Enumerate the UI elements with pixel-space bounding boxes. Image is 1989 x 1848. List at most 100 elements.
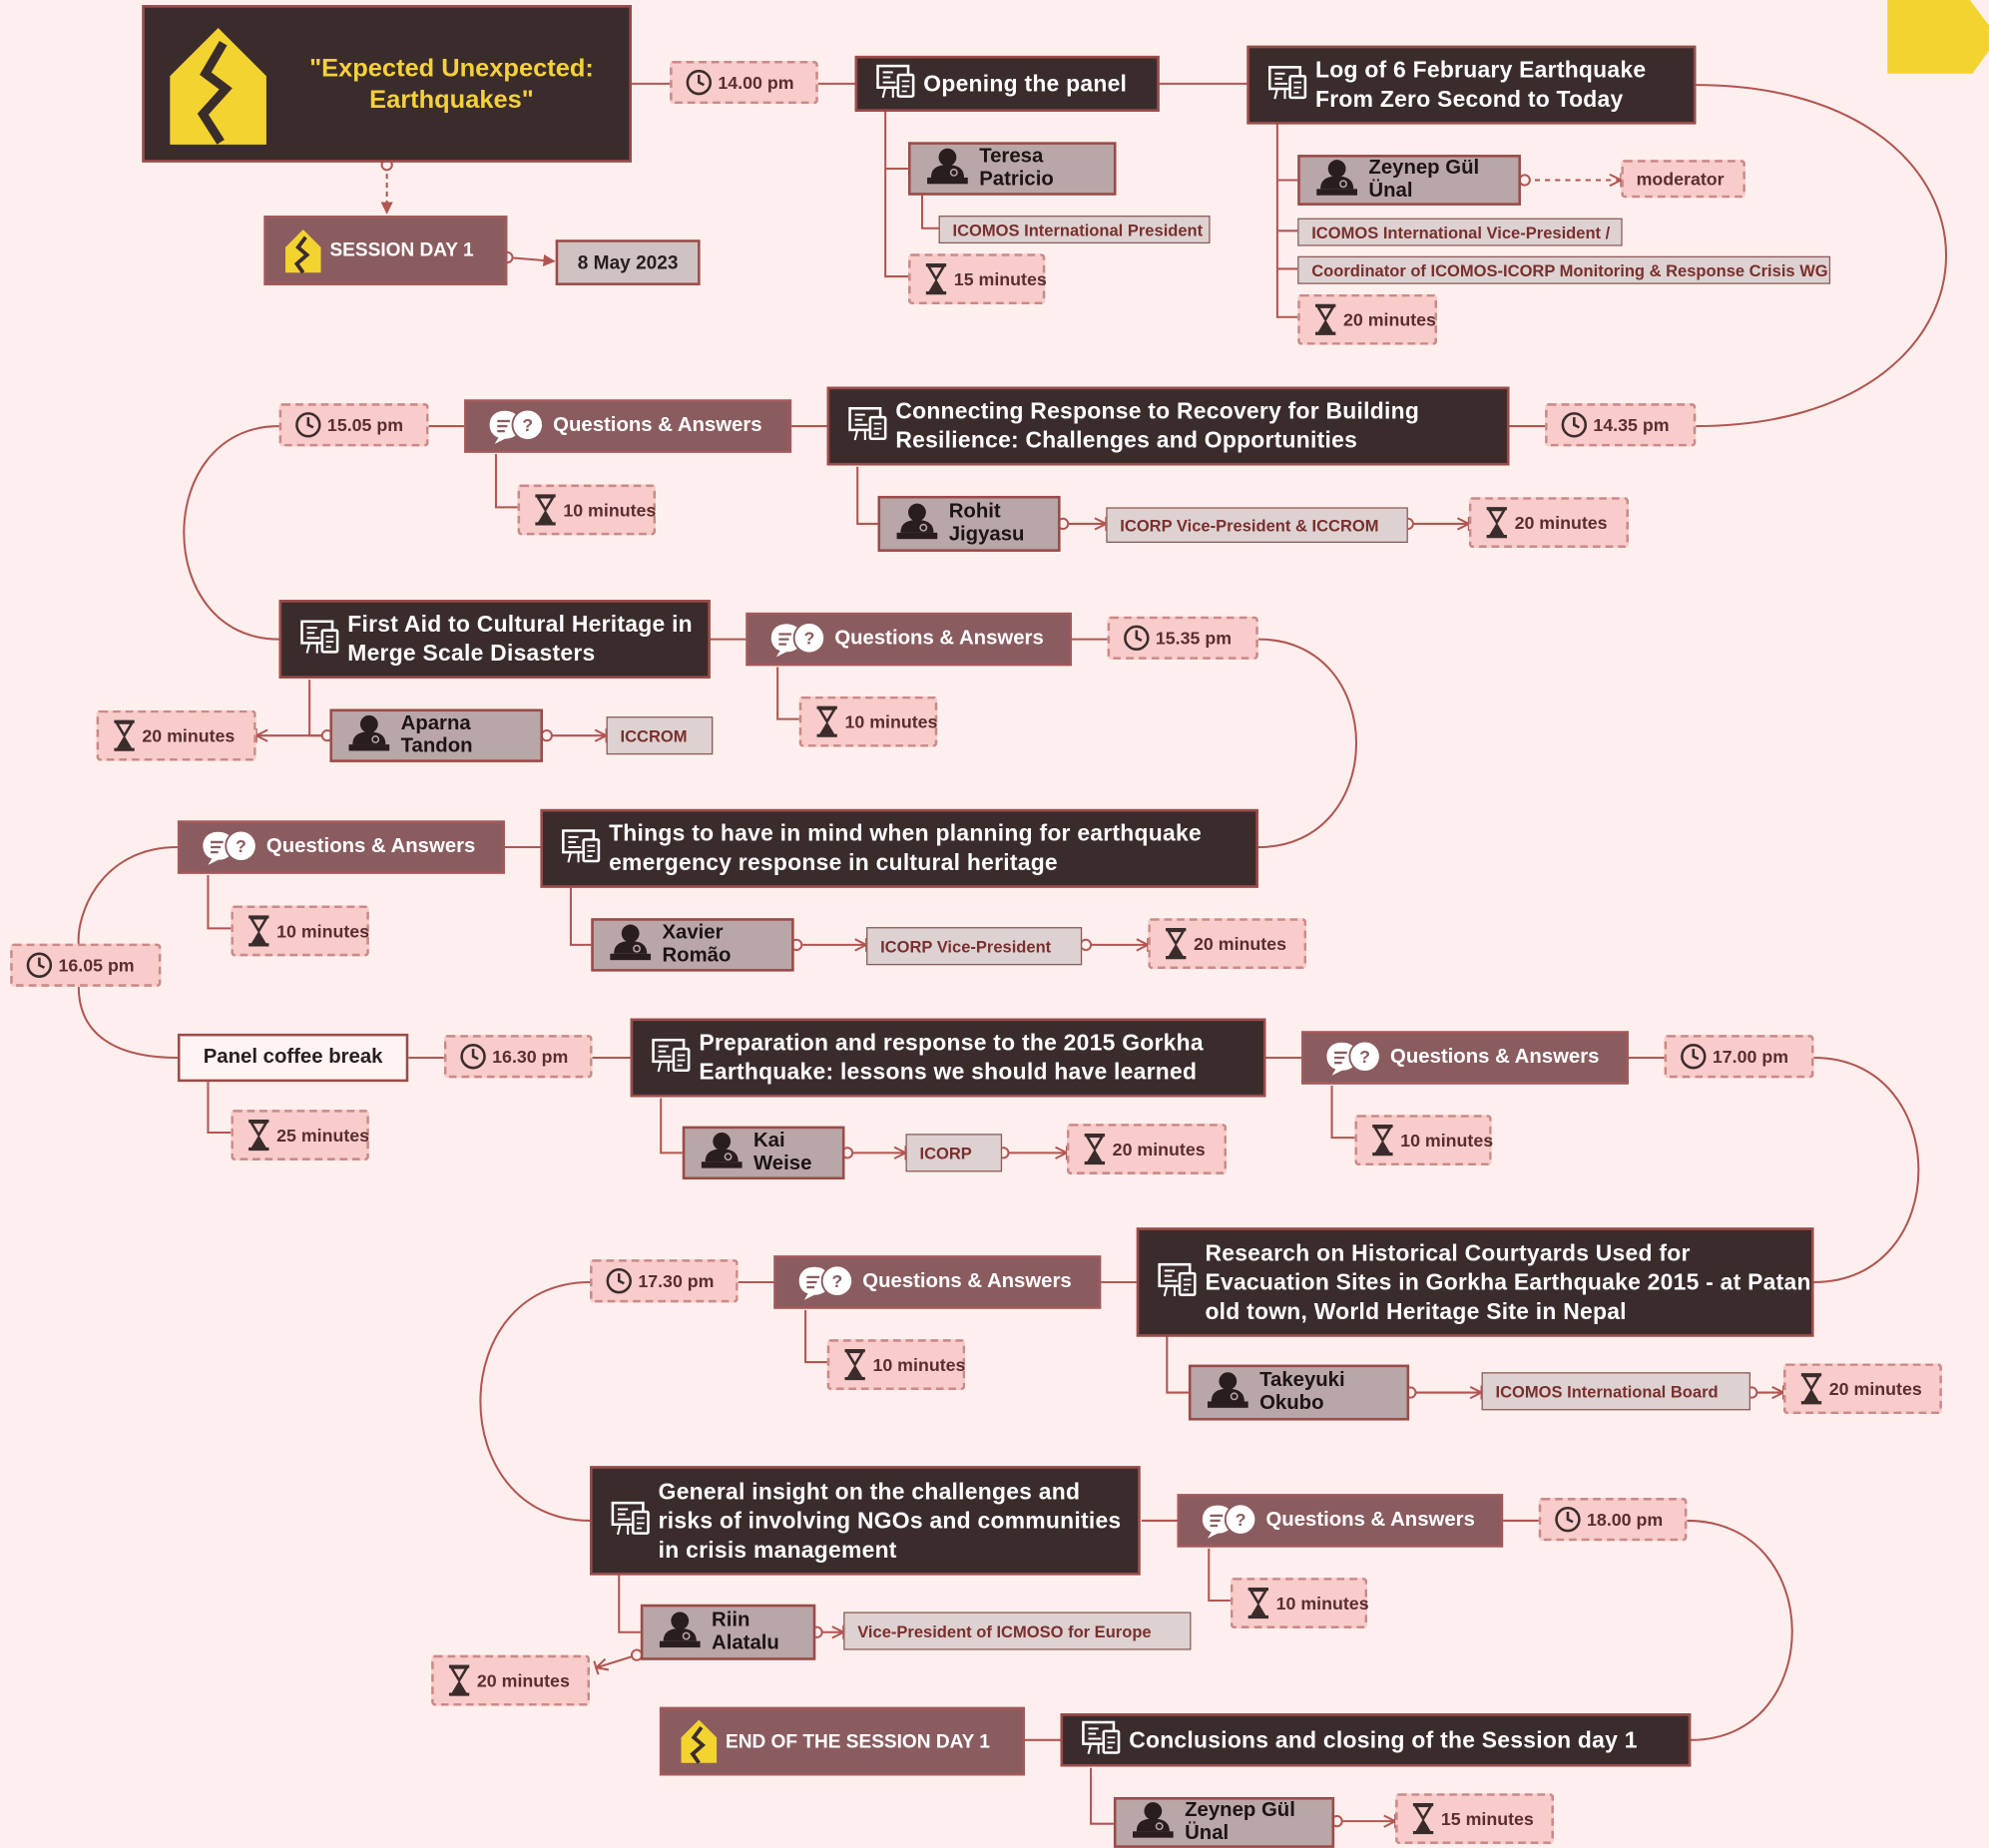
speaker-icon — [927, 148, 968, 184]
speaker-box: Riin Alatalu — [640, 1604, 816, 1660]
presentation-icon — [562, 828, 601, 862]
clock-icon — [295, 412, 321, 438]
presentation-icon — [1268, 65, 1307, 99]
session-day-badge: SESSION DAY 1 — [263, 216, 508, 285]
presentation-icon — [1158, 1262, 1197, 1296]
hourglass-icon — [114, 719, 135, 751]
earthquake-house-icon — [170, 27, 266, 145]
speaker-name: Takeyuki Okubo — [1259, 1369, 1345, 1415]
presentation-icon — [1082, 1720, 1121, 1754]
qa-bubble-icon: ? — [489, 408, 544, 444]
coffee-break-box: Panel coffee break — [177, 1033, 409, 1083]
duration-label: 15 minutes — [1440, 1808, 1534, 1829]
duration-label: 20 minutes — [1342, 309, 1436, 330]
qa-bubble-icon: ? — [770, 622, 826, 658]
speaker-icon — [1207, 1371, 1248, 1408]
hourglass-icon — [1247, 1587, 1269, 1619]
speaker-box: Kai Weise — [682, 1126, 845, 1180]
talk-title-text: Opening the panel — [923, 70, 1128, 96]
presentation-icon — [848, 406, 887, 440]
duration-tag: 15 minutes — [908, 253, 1047, 305]
duration-label: 20 minutes — [142, 725, 236, 746]
time-label: 17.30 pm — [638, 1270, 715, 1291]
talk-title-text: Connecting Response to Recovery for Buil… — [895, 398, 1420, 453]
role-label: ICCROM — [620, 725, 688, 745]
talk-title-text: Conclusions and closing of the Session d… — [1129, 1726, 1638, 1752]
duration-tag: 10 minutes — [798, 695, 937, 747]
time-label: 16.30 pm — [492, 1046, 569, 1067]
panel-title-box: "Expected Unexpected: Earthquakes" — [142, 5, 632, 163]
speaker-icon — [896, 502, 938, 539]
speaker-box: Aparna Tandon — [329, 708, 543, 762]
qa-box: ?Questions & Answers — [1301, 1031, 1629, 1085]
talk-title-opening: Opening the panel — [854, 55, 1160, 112]
talk-title-conclusions: Conclusions and closing of the Session d… — [1060, 1713, 1692, 1767]
speaker-name: Zeynep Gül Ünal — [1185, 1799, 1295, 1845]
role-box: ICOMOS International Board — [1481, 1372, 1750, 1411]
clock-icon — [460, 1044, 486, 1070]
duration-label: 20 minutes — [1194, 933, 1286, 954]
hourglass-icon — [535, 494, 556, 526]
speaker-icon — [659, 1611, 701, 1647]
speaker-name: Riin Alatalu — [712, 1609, 779, 1654]
time-label: 16.05 pm — [58, 955, 135, 976]
time-tag: 16.05 pm — [10, 943, 162, 987]
presentation-icon — [876, 64, 915, 98]
duration-tag: 10 minutes — [231, 905, 369, 957]
duration-tag: 10 minutes — [1230, 1578, 1369, 1628]
moderator-tag: moderator — [1621, 160, 1745, 199]
hourglass-icon — [1372, 1125, 1393, 1156]
time-tag: 16.30 pm — [443, 1035, 593, 1079]
speaker-box: Rohit Jigyasu — [877, 495, 1061, 552]
time-label: 18.00 pm — [1587, 1509, 1664, 1530]
talk-title-ngos: General insight on the challenges and ri… — [590, 1466, 1141, 1576]
speaker-box: Takeyuki Okubo — [1188, 1364, 1410, 1421]
clock-icon — [26, 952, 53, 978]
role-box: ICOMOS International President — [938, 216, 1211, 244]
clock-icon — [606, 1268, 632, 1294]
duration-tag: 20 minutes — [431, 1654, 591, 1706]
speaker-box: Teresa Patricio — [908, 142, 1117, 196]
role-box: ICCROM — [606, 716, 714, 755]
hourglass-icon — [1084, 1133, 1106, 1165]
time-tag: 18.00 pm — [1538, 1498, 1688, 1542]
duration-label: 15 minutes — [953, 268, 1047, 289]
session-end-label: END OF THE SESSION DAY 1 — [726, 1730, 990, 1752]
speaker-box: Zeynep Gül Ünal — [1297, 155, 1521, 206]
time-tag: 15.35 pm — [1107, 616, 1258, 660]
svg-text:?: ? — [803, 629, 814, 649]
duration-label: 10 minutes — [872, 1354, 966, 1375]
talk-title-text: Research on Historical Courtyards Used f… — [1205, 1239, 1811, 1324]
svg-text:?: ? — [1236, 1510, 1246, 1530]
qa-label: Questions & Answers — [265, 835, 476, 858]
presentation-icon — [652, 1038, 691, 1072]
duration-tag: 10 minutes — [826, 1339, 966, 1391]
role-box: ICORP Vice-President — [866, 927, 1083, 966]
talk-title-log: Log of 6 February Earthquake From Zero S… — [1246, 45, 1697, 125]
clock-icon — [1681, 1044, 1707, 1070]
role-label: ICOMOS International Vice-President / — [1311, 223, 1611, 242]
qa-bubble-icon: ? — [1202, 1503, 1257, 1539]
speaker-box: Zeynep Gül Ünal — [1113, 1797, 1335, 1848]
time-tag: 15.05 pm — [278, 403, 429, 447]
role-box: Coordinator of ICOMOS-ICORP Monitoring &… — [1297, 255, 1831, 284]
moderator-label: moderator — [1636, 169, 1725, 190]
role-box: Vice-President of ICMOSO for Europe — [843, 1612, 1192, 1650]
speaker-name: Zeynep Gül Ünal — [1368, 157, 1480, 203]
qa-box: ? Questions & Answers — [746, 612, 1072, 667]
duration-tag: 20 minutes — [1468, 497, 1629, 549]
talk-title-connecting: Connecting Response to Recovery for Buil… — [826, 386, 1510, 466]
duration-tag: 10 minutes — [1354, 1115, 1493, 1166]
duration-label: 20 minutes — [1828, 1378, 1922, 1399]
duration-tag: 20 minutes — [1783, 1363, 1942, 1415]
qa-label: Questions & Answers — [834, 628, 1044, 650]
speaker-icon — [610, 923, 652, 960]
talk-title-text: General insight on the challenges and ri… — [658, 1478, 1122, 1563]
hourglass-icon — [249, 915, 269, 947]
session-label: SESSION DAY 1 — [329, 239, 474, 261]
speaker-icon — [348, 714, 390, 750]
talk-title-courtyards: Research on Historical Courtyards Used f… — [1136, 1227, 1814, 1337]
qa-bubble-icon: ? — [798, 1264, 854, 1300]
clock-icon — [1561, 412, 1588, 438]
time-tag: 17.30 pm — [590, 1259, 739, 1303]
